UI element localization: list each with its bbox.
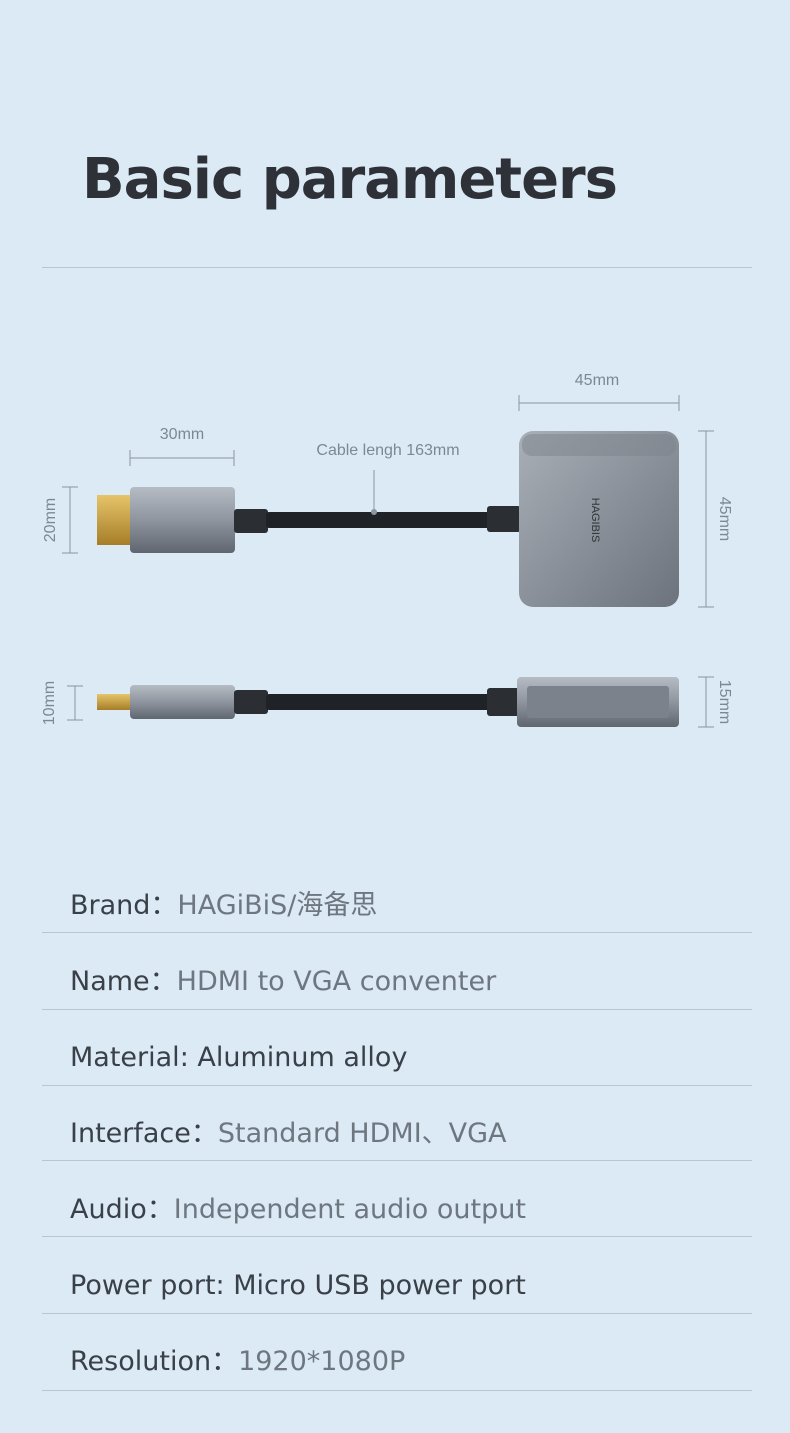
spec-value: HDMI to VGA conventer: [176, 966, 497, 997]
spec-label: Interface：: [70, 1118, 218, 1149]
dim-hdmi-height: 20mm: [42, 486, 78, 554]
cable-side: [266, 694, 490, 710]
spec-value: Micro USB power port: [233, 1270, 526, 1301]
dim-hdmi-height-label: 20mm: [42, 498, 59, 542]
spec-row-audio: Audio：Independent audio output: [70, 1186, 526, 1256]
spec-value: Aluminum alloy: [197, 1042, 408, 1073]
spec-row-interface: Interface：Standard HDMI、VGA: [70, 1110, 507, 1180]
cable-strain-relief-left: [234, 509, 268, 533]
product-dimension-diagram: 30mm 20mm Cable lengh 163mm HAGIBIS 45mm…: [41, 372, 733, 728]
dim-side-left-label: 10mm: [41, 681, 58, 725]
cable: [266, 512, 490, 528]
spec-divider: [42, 1390, 752, 1391]
hdmi-plug-tip: [97, 495, 133, 545]
spec-label: Brand：: [70, 890, 178, 921]
spec-value: Independent audio output: [173, 1194, 526, 1225]
dim-box-width: 45mm: [518, 372, 680, 411]
cable-length-callout: Cable lengh 163mm: [316, 442, 460, 515]
dim-box-width-label: 45mm: [575, 372, 619, 389]
dim-box-height-label: 45mm: [716, 497, 733, 541]
spec-label: Name：: [70, 966, 177, 997]
spec-divider: [42, 1313, 752, 1314]
dim-side-right-label: 15mm: [716, 680, 733, 724]
hdmi-connector-shell: [130, 487, 235, 553]
spec-divider: [42, 1236, 752, 1237]
dim-hdmi-width: 30mm: [129, 426, 235, 466]
spec-label: Material:: [70, 1042, 198, 1073]
spec-row-material: Material: Aluminum alloy: [70, 1034, 407, 1104]
spec-divider: [42, 1009, 752, 1010]
dim-side-left: 10mm: [41, 681, 83, 725]
cable-strain-relief-right: [487, 506, 521, 532]
spec-row-power-port: Power port: Micro USB power port: [70, 1262, 526, 1332]
spec-divider: [42, 1085, 752, 1086]
spec-label: Resolution：: [70, 1346, 239, 1377]
spec-label: Power port:: [70, 1270, 234, 1301]
spec-row-name: Name：HDMI to VGA conventer: [70, 958, 496, 1028]
hdmi-connector-side: [130, 685, 235, 719]
spec-value: 1920*1080P: [238, 1346, 406, 1377]
spec-label: Audio：: [70, 1194, 174, 1225]
spec-divider: [42, 1160, 752, 1161]
spec-value: HAGiBiS/海备思: [177, 890, 378, 921]
spec-value: Standard HDMI、VGA: [217, 1118, 507, 1149]
brand-mark: HAGIBIS: [589, 498, 601, 543]
hdmi-plug-tip-side: [97, 694, 133, 710]
title-divider: [42, 267, 752, 268]
dim-hdmi-width-label: 30mm: [160, 426, 204, 443]
cable-length-label: Cable lengh 163mm: [316, 442, 459, 459]
dim-side-right: 15mm: [698, 676, 733, 728]
vga-adapter-body: [519, 431, 679, 607]
spec-row-resolution: Resolution：1920*1080P: [70, 1338, 405, 1408]
spec-divider: [42, 932, 752, 933]
spec-row-brand: Brand：HAGiBiS/海备思: [70, 882, 377, 952]
dim-box-height: 45mm: [698, 430, 733, 608]
page-title: Basic parameters: [82, 147, 618, 212]
